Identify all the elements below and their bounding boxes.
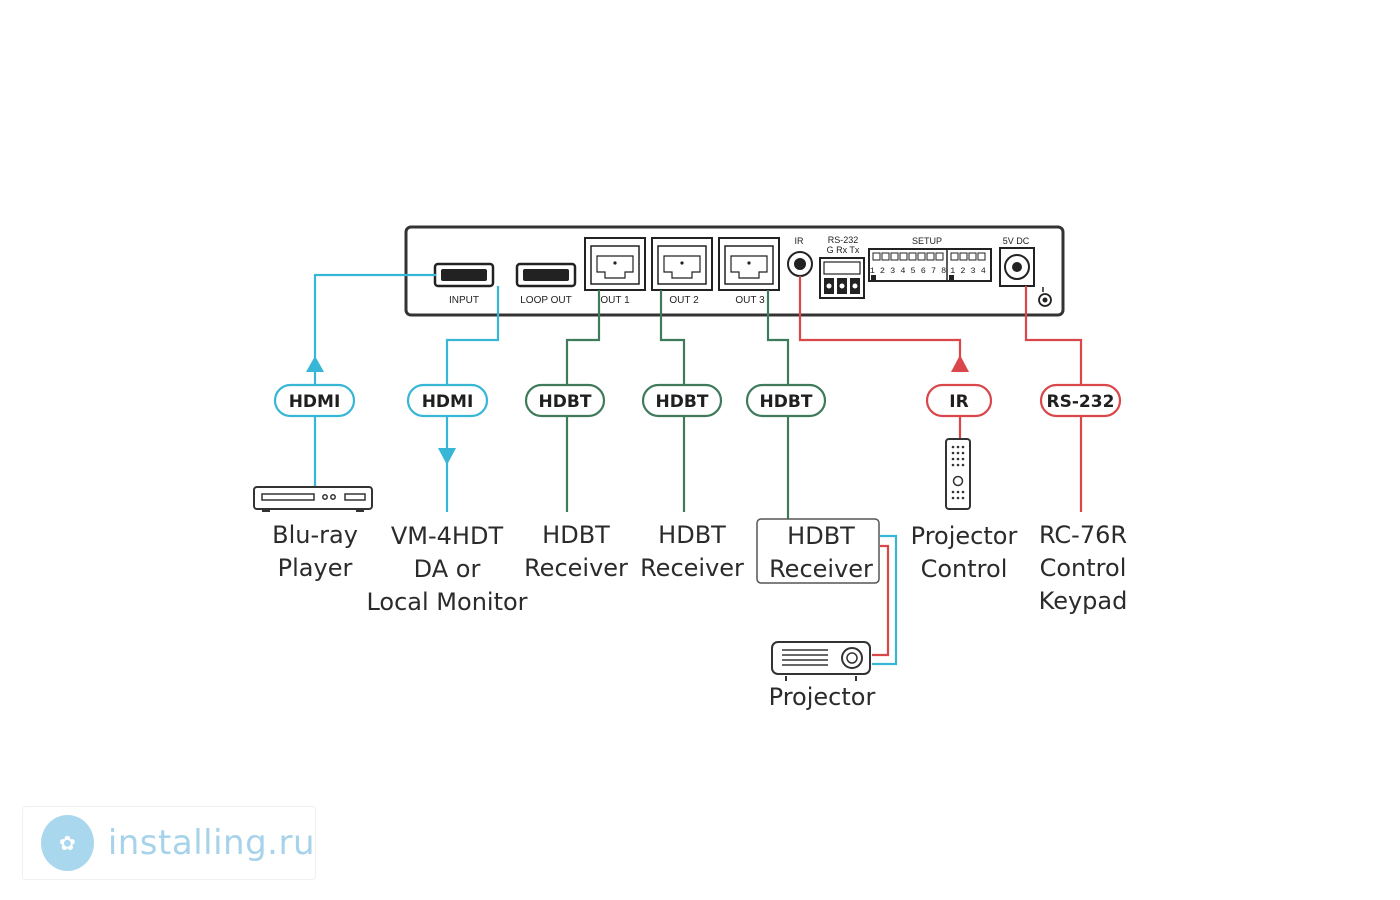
projector-label: Projector <box>769 683 876 711</box>
receiver-2-label: HDBT Receiver <box>640 521 744 582</box>
watermark: ✿ installing.ru <box>22 806 316 880</box>
control-connections <box>798 276 1083 657</box>
receiver-2-label-line-1: HDBT <box>658 521 726 549</box>
receiver-3-label-line-1: HDBT <box>787 522 855 550</box>
remote-control-icon <box>945 438 971 510</box>
receiver-1-label-line-2: Receiver <box>524 554 628 582</box>
pill-ir-label: IR <box>949 392 968 412</box>
arrow-down-icon <box>438 448 456 465</box>
rs232-pins-label: G Rx Tx <box>827 245 860 255</box>
pill-hdmi-out: HDMI <box>406 383 489 418</box>
power-label: 5V DC <box>1003 236 1030 246</box>
keypad-label: RC-76R Control Keypad <box>1039 521 1128 615</box>
projector-control-label-line-1: Projector <box>911 522 1018 550</box>
rs232-port: RS-232 G Rx Tx <box>819 235 865 299</box>
keypad-label-line-1: RC-76R <box>1039 521 1127 549</box>
loop-out-cable <box>445 286 500 385</box>
pill-hdbt-1: HDBT <box>524 383 606 418</box>
monitor-label-line-3: Local Monitor <box>366 588 527 616</box>
input-port-label: INPUT <box>449 295 479 306</box>
pill-hdbt-3-label: HDBT <box>760 392 813 412</box>
receiver-2-label-line-2: Receiver <box>640 554 744 582</box>
bluray-label-line-1: Blu-ray <box>272 521 358 549</box>
watermark-text: installing.ru <box>107 823 315 863</box>
arrow-up-icon <box>306 356 324 372</box>
ir-cable <box>798 276 962 358</box>
monitor-label: VM-4HDT DA or Local Monitor <box>366 522 527 616</box>
hdmi-loop-out-port: LOOP OUT <box>515 262 577 306</box>
ir-port-label: IR <box>795 236 805 246</box>
input-cable <box>313 273 436 386</box>
out2-cable <box>659 290 686 385</box>
monitor-label-line-1: VM-4HDT <box>391 522 504 550</box>
projector-control-cable <box>872 544 890 657</box>
keypad-label-line-3: Keypad <box>1039 587 1128 615</box>
keypad-label-line-2: Control <box>1040 554 1127 582</box>
projector-hdmi-cable <box>872 534 898 666</box>
bluray-label-line-2: Player <box>278 554 353 582</box>
setup-dip-a-numbers: 1 2 3 4 5 6 7 8 <box>870 266 947 276</box>
pill-hdbt-2-label: HDBT <box>656 392 709 412</box>
bluray-player-icon <box>253 486 373 512</box>
rj45-out3-port: OUT 3 <box>718 237 780 306</box>
pill-hdbt-3: HDBT <box>745 383 827 418</box>
rs232-port-label: RS-232 <box>828 235 859 245</box>
loop-out-port-label: LOOP OUT <box>520 295 572 306</box>
receiver-1-label: HDBT Receiver <box>524 521 628 582</box>
hdbt-connections <box>565 290 790 520</box>
receiver-3-label-line-2: Receiver <box>769 555 873 583</box>
pill-hdmi-in: HDMI <box>273 383 356 418</box>
receiver-3-box <box>756 518 880 584</box>
pill-hdbt-2: HDBT <box>641 383 723 418</box>
ir-arrow-up-icon <box>951 355 969 372</box>
setup-label: SETUP <box>912 236 942 246</box>
projector-control-label: Projector Control <box>911 522 1018 583</box>
receiver-3-label: HDBT Receiver <box>769 522 873 583</box>
hdmi-connections <box>313 273 898 666</box>
pill-hdmi-in-label: HDMI <box>289 392 341 412</box>
out3-cable <box>766 290 790 385</box>
out1-port-label: OUT 1 <box>600 295 630 306</box>
device-rear-panel: INPUT LOOP OUT OUT 1 OUT 2 <box>404 225 1065 317</box>
watermark-logo-icon: ✿ <box>41 815 94 871</box>
pill-hdbt-1-label: HDBT <box>539 392 592 412</box>
receiver-1-label-line-1: HDBT <box>542 521 610 549</box>
rj45-out2-port: OUT 2 <box>651 237 713 306</box>
power-port: 5V DC <box>999 236 1052 307</box>
pill-ir: IR <box>925 383 993 418</box>
pill-rs232-label: RS-232 <box>1047 392 1115 412</box>
projector-control-label-line-2: Control <box>921 555 1008 583</box>
projector-icon <box>771 641 871 681</box>
hdmi-input-port: INPUT <box>433 262 495 306</box>
monitor-label-line-2: DA or <box>414 555 481 583</box>
out2-port-label: OUT 2 <box>669 295 699 306</box>
setup-dip-b-numbers: 1 2 3 4 <box>950 266 986 276</box>
bluray-label: Blu-ray Player <box>272 521 358 582</box>
rj45-out1-port: OUT 1 <box>584 237 646 306</box>
setup-dip-switch: SETUP 1 2 3 4 5 6 7 8 1 2 3 4 <box>868 236 992 282</box>
rs232-cable <box>1024 286 1083 385</box>
pill-rs232: RS-232 <box>1039 383 1122 418</box>
out3-port-label: OUT 3 <box>735 295 765 306</box>
ir-port: IR <box>787 236 813 277</box>
pill-hdmi-out-label: HDMI <box>422 392 474 412</box>
out1-cable <box>565 290 601 385</box>
